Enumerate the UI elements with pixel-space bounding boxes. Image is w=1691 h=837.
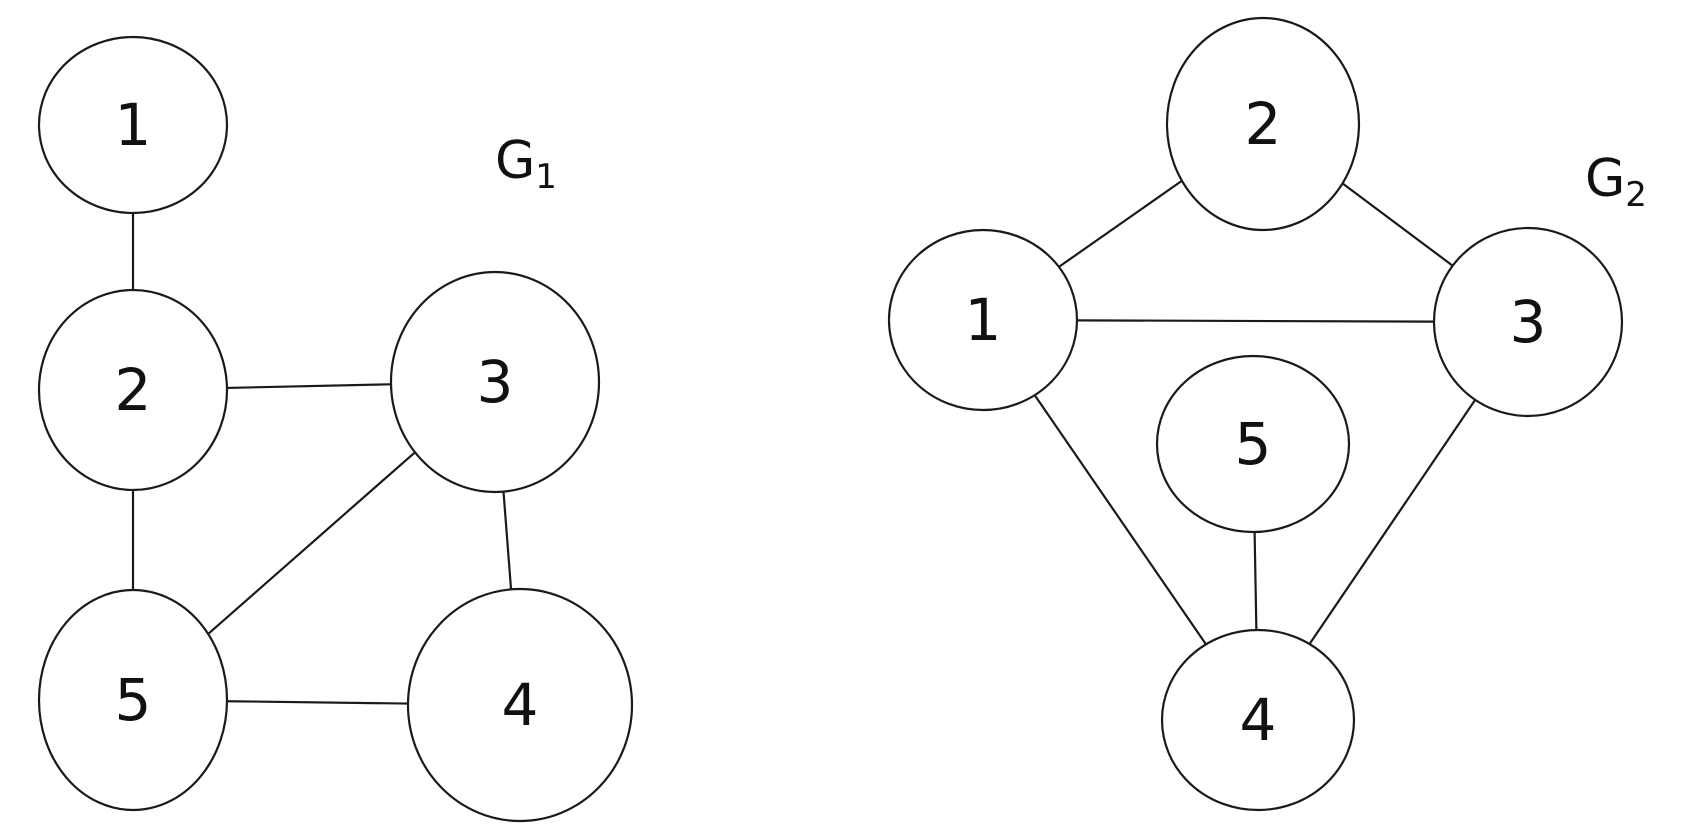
node-2: 2	[37, 288, 229, 492]
node-4: 4	[406, 587, 634, 823]
node-label: 2	[1245, 90, 1282, 158]
graph-subscript: 2	[1625, 175, 1647, 215]
node-1: 1	[887, 228, 1079, 412]
node-2: 2	[1165, 16, 1361, 232]
edge-2-3	[226, 383, 392, 390]
graph-name: G	[1585, 149, 1625, 209]
edge-1-2	[1058, 179, 1183, 268]
edge-5-4	[1253, 531, 1258, 631]
node-circle	[37, 588, 229, 812]
graph-name-label: G2	[1585, 149, 1647, 215]
node-3: 3	[1432, 226, 1624, 418]
node-3: 3	[389, 270, 601, 494]
edge-1-3	[1076, 319, 1435, 323]
node-5: 5	[1155, 354, 1351, 534]
edge-5-4	[226, 700, 409, 705]
node-circle	[37, 35, 229, 215]
node-label: 5	[115, 666, 152, 734]
graph-name-label: G1	[495, 131, 557, 197]
graph-name: G	[495, 131, 535, 191]
node-circle	[1160, 628, 1356, 812]
edge-3-4	[502, 491, 513, 590]
node-circle	[1432, 226, 1624, 418]
edge-2-3	[1341, 182, 1454, 267]
edge-3-5	[207, 451, 416, 635]
node-label: 3	[1510, 288, 1547, 356]
node-label: 2	[115, 356, 152, 424]
node-circle	[887, 228, 1079, 412]
node-5: 5	[37, 588, 229, 812]
node-label: 4	[502, 671, 539, 739]
node-label: 1	[115, 91, 152, 159]
node-circle	[406, 587, 634, 823]
edge-3-4	[1308, 399, 1477, 645]
node-label: 1	[965, 286, 1002, 354]
node-label: 5	[1235, 410, 1272, 478]
node-circle	[389, 270, 601, 494]
edge-1-4	[1033, 394, 1207, 645]
node-circle	[1165, 16, 1361, 232]
node-4: 4	[1160, 628, 1356, 812]
node-circle	[37, 288, 229, 492]
graph-subscript: 1	[535, 157, 557, 197]
node-label: 3	[477, 348, 514, 416]
node-circle	[1155, 354, 1351, 534]
node-1: 1	[37, 35, 229, 215]
node-label: 4	[1240, 686, 1277, 754]
